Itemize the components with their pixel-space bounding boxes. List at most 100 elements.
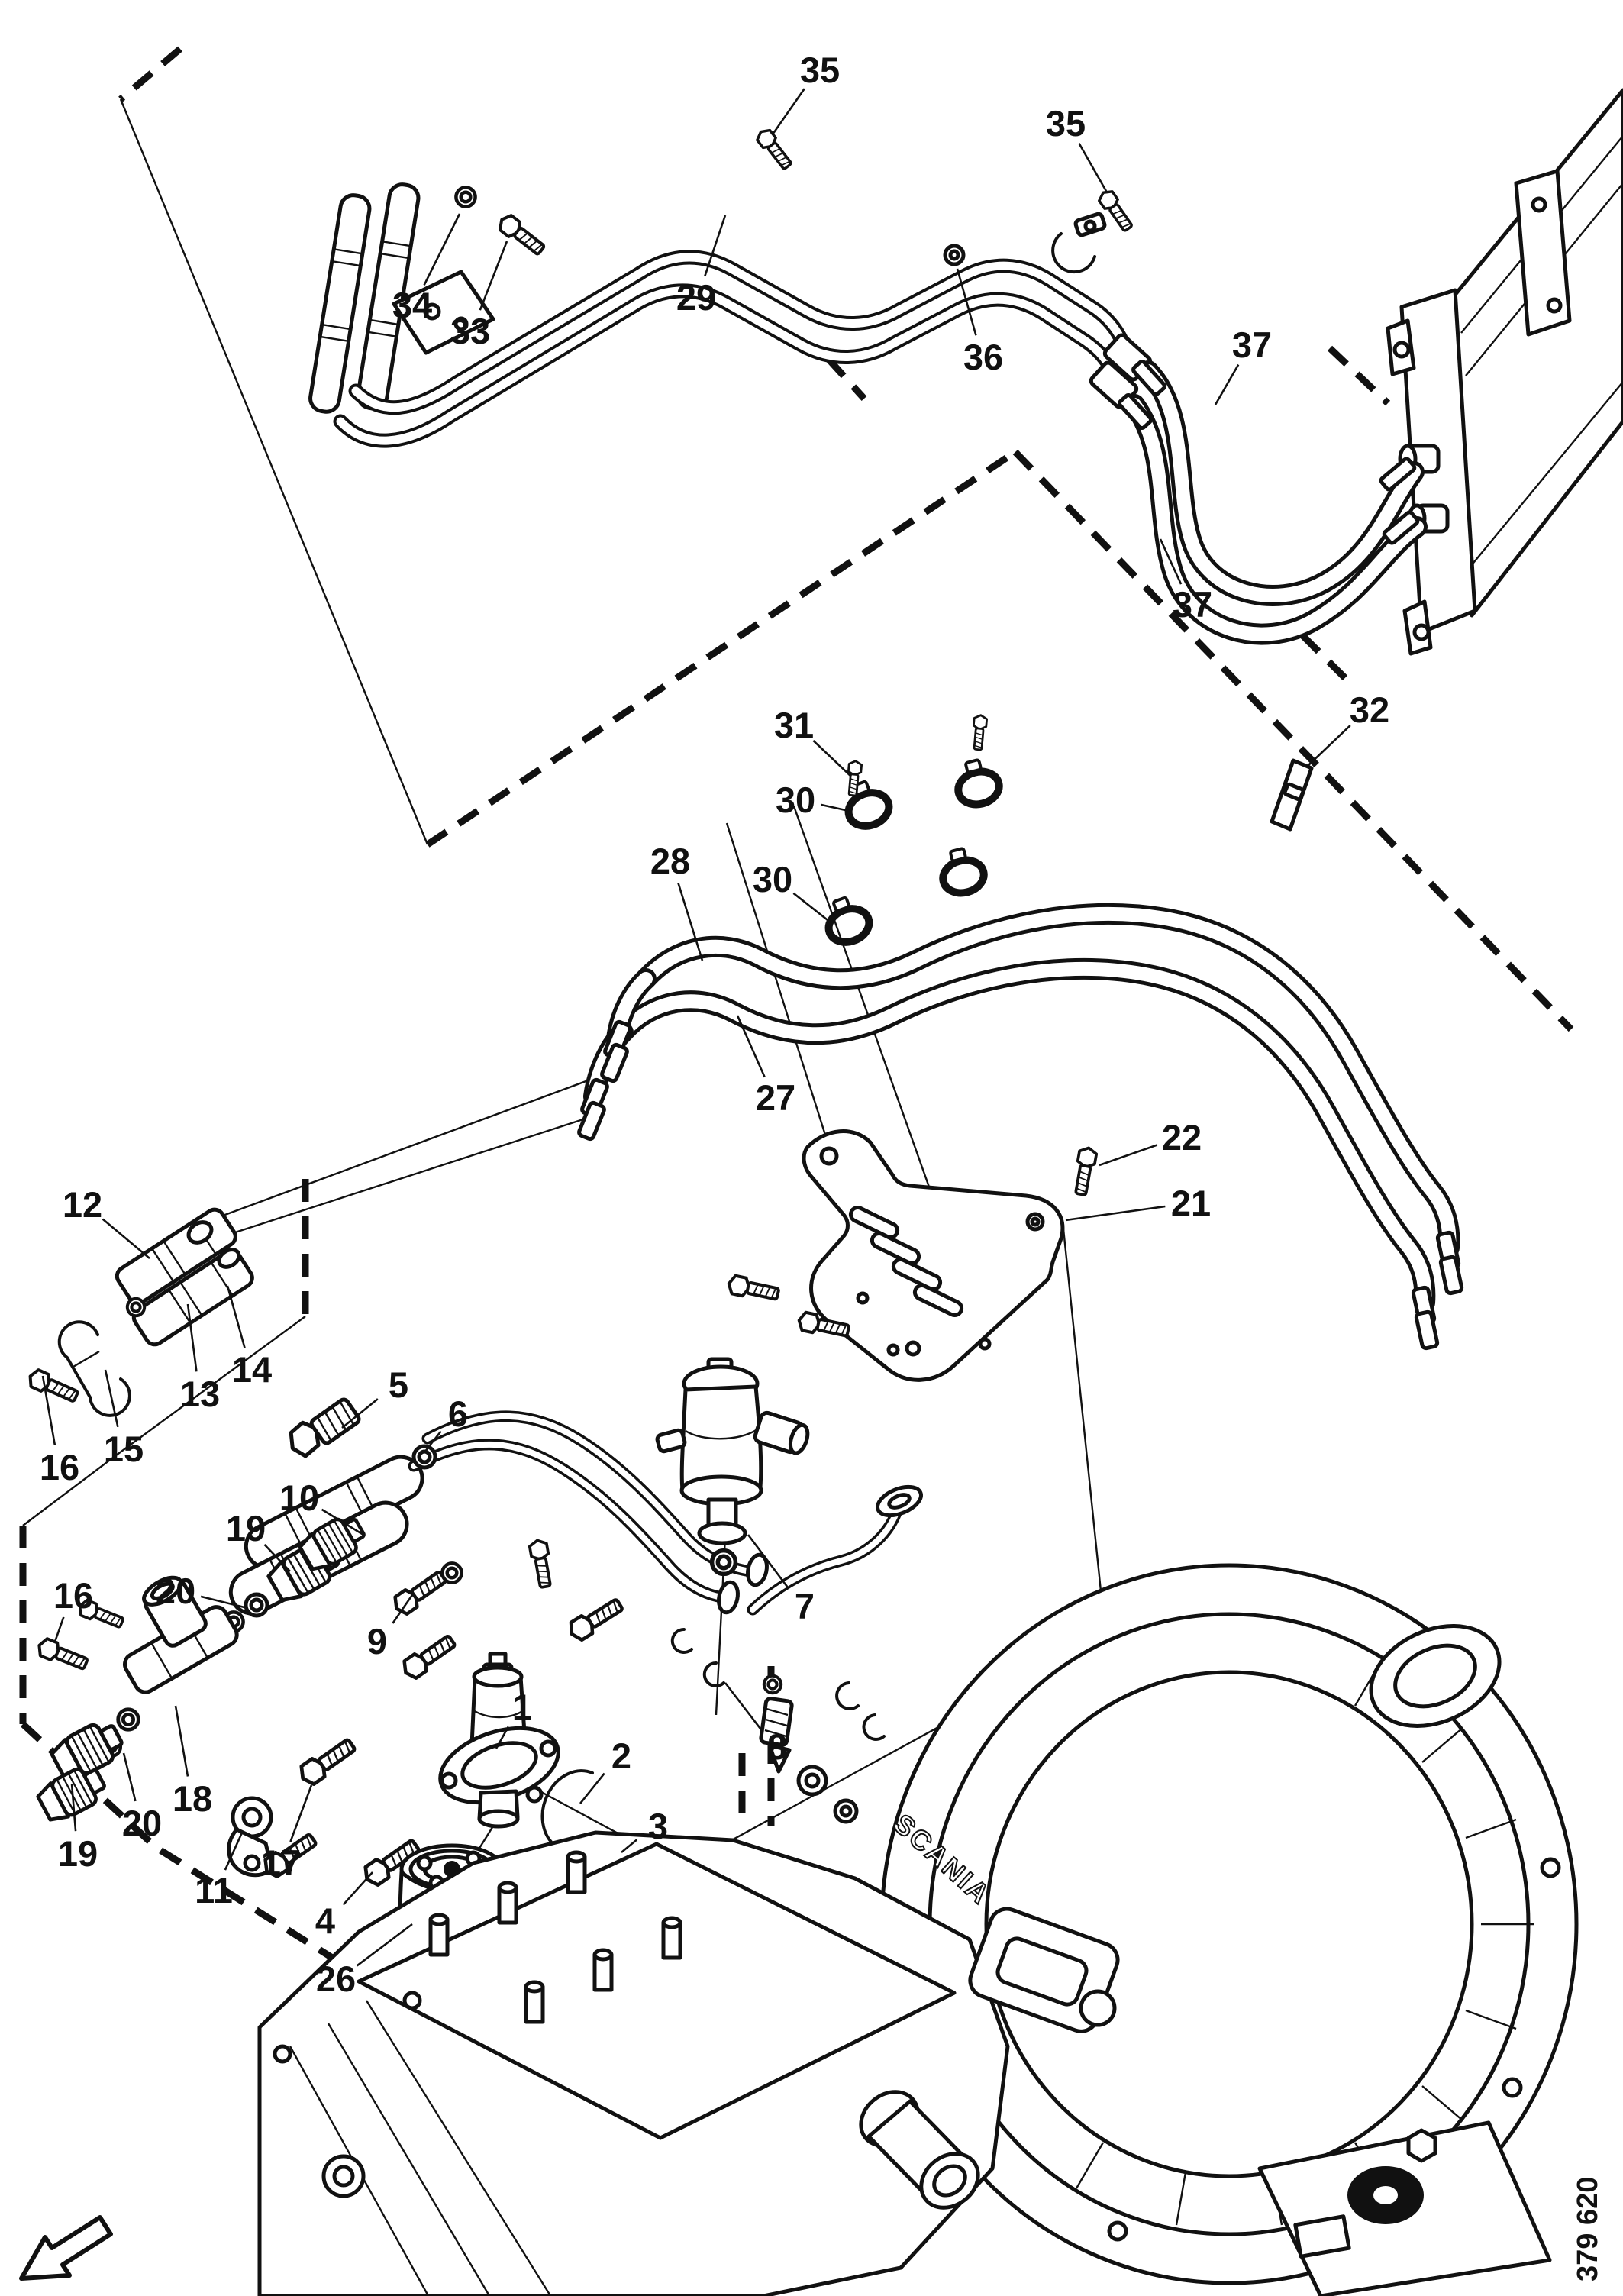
callout-3: 3 bbox=[648, 1806, 668, 1846]
callout-20: 20 bbox=[156, 1571, 195, 1611]
support-bracket-21 bbox=[727, 1129, 1099, 1382]
callout-36: 36 bbox=[963, 337, 1003, 377]
callout-34: 34 bbox=[392, 285, 432, 325]
callout-19: 19 bbox=[58, 1833, 98, 1874]
leader-line-3 bbox=[621, 1839, 638, 1854]
bolt-16 bbox=[27, 1368, 80, 1406]
callout-30: 30 bbox=[753, 859, 792, 899]
leader-line-32 bbox=[1306, 725, 1351, 767]
retainer-clip-32 bbox=[1270, 758, 1314, 832]
leader-line-22 bbox=[1099, 1144, 1158, 1167]
filter-housing-1 bbox=[438, 1652, 560, 1829]
leader-line-33 bbox=[479, 241, 508, 311]
leader-line-35 bbox=[1078, 143, 1108, 193]
connector-assembly-12 bbox=[27, 1207, 254, 1417]
washer-20 bbox=[118, 1710, 139, 1730]
bolt bbox=[527, 1537, 556, 1590]
callout-8: 8 bbox=[767, 1726, 787, 1767]
pump-unit bbox=[1257, 2120, 1552, 2296]
leader-line-30 bbox=[792, 892, 831, 924]
leader-line-21 bbox=[1065, 1205, 1166, 1222]
leader-line-2 bbox=[579, 1772, 605, 1804]
callout-20: 20 bbox=[122, 1803, 162, 1843]
callout-17: 17 bbox=[261, 1842, 301, 1883]
callout-37: 37 bbox=[1232, 325, 1272, 365]
callout-9: 9 bbox=[367, 1621, 387, 1661]
leader-line-12 bbox=[102, 1218, 150, 1259]
leader-line-7 bbox=[747, 1534, 790, 1590]
tee-union-18 bbox=[123, 1575, 239, 1694]
gearbox: SCANIA bbox=[257, 1563, 1579, 2296]
callout-14: 14 bbox=[232, 1349, 272, 1390]
callout-6: 6 bbox=[448, 1393, 468, 1434]
leader-line-34 bbox=[423, 213, 461, 286]
oil-pipe-assembly bbox=[308, 125, 1153, 448]
hose-crimp-collars bbox=[1118, 360, 1420, 545]
pipe-8-and-seals bbox=[670, 1484, 923, 1774]
leader-line-10 bbox=[321, 1508, 364, 1536]
callout-16: 16 bbox=[53, 1575, 93, 1616]
cooler-bracket-far bbox=[1514, 169, 1572, 337]
hose-clamp bbox=[952, 757, 1002, 809]
bell-housing bbox=[879, 1563, 1579, 2285]
callout-21: 21 bbox=[1171, 1183, 1211, 1223]
callout-37: 37 bbox=[1173, 584, 1212, 625]
callout-18: 18 bbox=[173, 1778, 212, 1819]
callout-2: 2 bbox=[611, 1736, 631, 1776]
leader-line-19 bbox=[70, 1783, 77, 1832]
leader-line-28 bbox=[677, 883, 704, 961]
hose-end-fittings bbox=[577, 1019, 1464, 1351]
callout-22: 22 bbox=[1162, 1117, 1202, 1158]
callout-4: 4 bbox=[315, 1900, 335, 1941]
main-case bbox=[257, 1765, 1010, 2296]
leader-line-5 bbox=[341, 1398, 379, 1429]
leader-line-37 bbox=[1159, 538, 1183, 585]
fitting-14 bbox=[217, 1248, 241, 1269]
hose-clamp bbox=[937, 845, 987, 897]
callout-29: 29 bbox=[676, 277, 716, 318]
callout-35: 35 bbox=[800, 50, 840, 90]
callout-32: 32 bbox=[1350, 689, 1389, 730]
bracket-slots bbox=[848, 1205, 964, 1318]
leader-line-35 bbox=[771, 88, 805, 135]
callout-15: 15 bbox=[104, 1429, 144, 1469]
fitting-13 bbox=[186, 1220, 214, 1245]
leader-line-27 bbox=[736, 1015, 766, 1078]
washer bbox=[127, 1299, 144, 1316]
leader-line-16 bbox=[41, 1375, 56, 1445]
leader-line-14 bbox=[226, 1285, 246, 1348]
callout-10: 10 bbox=[279, 1477, 319, 1518]
callout-28: 28 bbox=[650, 841, 690, 881]
bolt bbox=[400, 1632, 458, 1681]
cooler-hoses-37 bbox=[1118, 360, 1428, 645]
leader-line-20 bbox=[200, 1595, 248, 1610]
bolt-16 bbox=[36, 1637, 89, 1673]
pipe-flange-plate bbox=[392, 270, 495, 355]
oil-cooler bbox=[1386, 88, 1623, 656]
clamp-bolt-31 bbox=[970, 713, 989, 751]
leader-line-18 bbox=[174, 1705, 189, 1777]
callout-7: 7 bbox=[795, 1586, 815, 1626]
leader-line-15 bbox=[104, 1369, 119, 1428]
hose-clamp-30 bbox=[840, 777, 893, 832]
leader-line-6 bbox=[423, 1430, 442, 1453]
leader-line-4 bbox=[342, 1871, 373, 1906]
washer-6 bbox=[414, 1446, 435, 1468]
leader-line-19 bbox=[263, 1543, 291, 1572]
leader-line-26 bbox=[356, 1923, 413, 1967]
bypass-valve-7 bbox=[655, 1357, 810, 1574]
callout-26: 26 bbox=[316, 1959, 356, 1999]
leader-line-30 bbox=[821, 803, 850, 812]
banjo-bolt-9 bbox=[391, 1568, 449, 1616]
callout-19: 19 bbox=[226, 1508, 266, 1548]
leader-line-20 bbox=[122, 1752, 137, 1802]
leader-line-31 bbox=[812, 740, 851, 777]
washer bbox=[442, 1563, 461, 1582]
leader-line-1 bbox=[495, 1726, 510, 1749]
leader-line-16 bbox=[53, 1616, 65, 1642]
leader-line-13 bbox=[186, 1303, 198, 1372]
pipe-clamp bbox=[1051, 212, 1107, 274]
leader-line-9 bbox=[392, 1592, 415, 1624]
